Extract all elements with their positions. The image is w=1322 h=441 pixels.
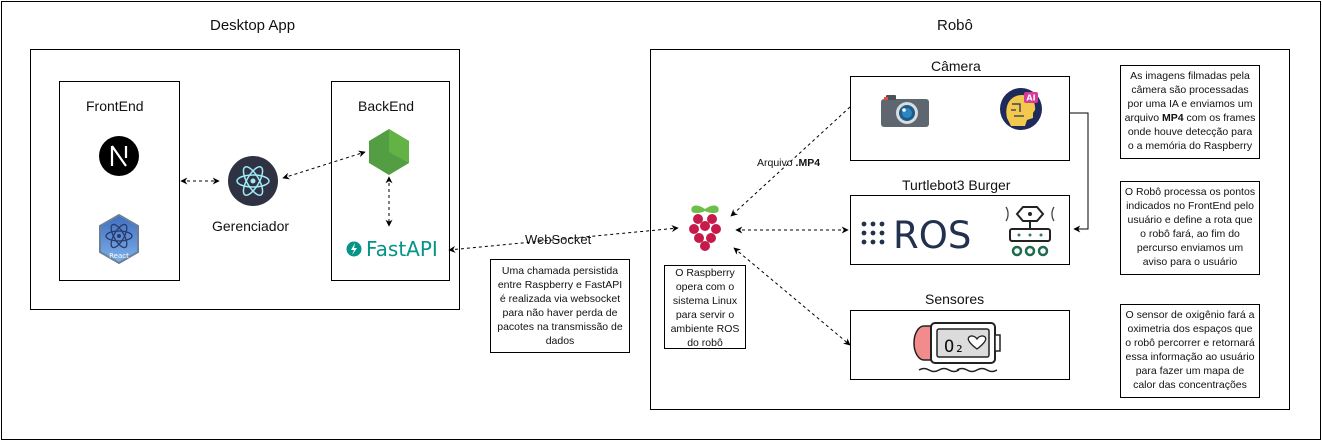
oxygen-sensor-icon: O₂: [913, 322, 1001, 373]
manager-label: Gerenciador: [212, 218, 290, 234]
backend-label: BackEnd: [358, 98, 415, 114]
camera-turtlebot-arrow: [1070, 112, 1089, 233]
manager-backend-arrow: [282, 150, 366, 180]
sensors-label: Sensores: [925, 291, 985, 307]
frontend-label: FrontEnd: [86, 98, 144, 114]
websocket-arrow: [448, 225, 679, 253]
turtlebot-label: Turtlebot3 Burger: [902, 177, 1011, 193]
mp4-edge-bold: .MP4: [795, 157, 821, 169]
react-icon: React: [99, 213, 139, 265]
mp4-edge-label: Arquivo .MP4: [757, 157, 821, 169]
raspberry-note: O Raspberry opera com o sistema Linux pa…: [664, 265, 746, 349]
electron-icon: [228, 156, 278, 206]
nextjs-icon: [99, 136, 139, 176]
react-logo-text: React: [109, 252, 129, 260]
camera-note: As imagens filmadas pela câmera são proc…: [1120, 65, 1260, 159]
camera-label: Câmera: [931, 58, 981, 74]
robot-note: O Robô processa os pontos indicados no F…: [1120, 181, 1260, 275]
sensor-note: O sensor de oxigênio fará a oximetria do…: [1120, 304, 1260, 398]
ros-logo-text: ROS: [893, 214, 971, 257]
o2-logo-text: O₂: [944, 337, 964, 357]
camera-raspberry-arrow: [730, 106, 851, 217]
raspberry-pi-icon: [689, 205, 721, 251]
robot-icon: [1005, 206, 1055, 257]
mp4-edge-prefix: Arquivo: [757, 157, 796, 169]
camera-note-mp4: MP4: [1161, 112, 1184, 124]
robot-title: Robô: [937, 17, 973, 34]
ai-brain-icon: AI: [1000, 88, 1042, 130]
camera-note-part-c: com os frames onde houve detecção para o…: [1127, 112, 1256, 152]
desktop-app-title: Desktop App: [210, 17, 296, 34]
fastapi-icon: [346, 241, 362, 257]
fastapi-logo-text: FastAPI: [366, 237, 438, 261]
ros-logo-icon: [861, 221, 885, 245]
raspberry-sensors-arrow: [733, 247, 851, 346]
nodejs-icon: [369, 129, 409, 175]
websocket-note: Uma chamada persistida entre Raspberry e…: [490, 259, 630, 353]
camera-note-part-a: As imagens filmadas pela câmera são proc…: [1124, 70, 1253, 124]
ai-logo-text: AI: [1026, 94, 1035, 103]
camera-icon: [881, 95, 929, 127]
